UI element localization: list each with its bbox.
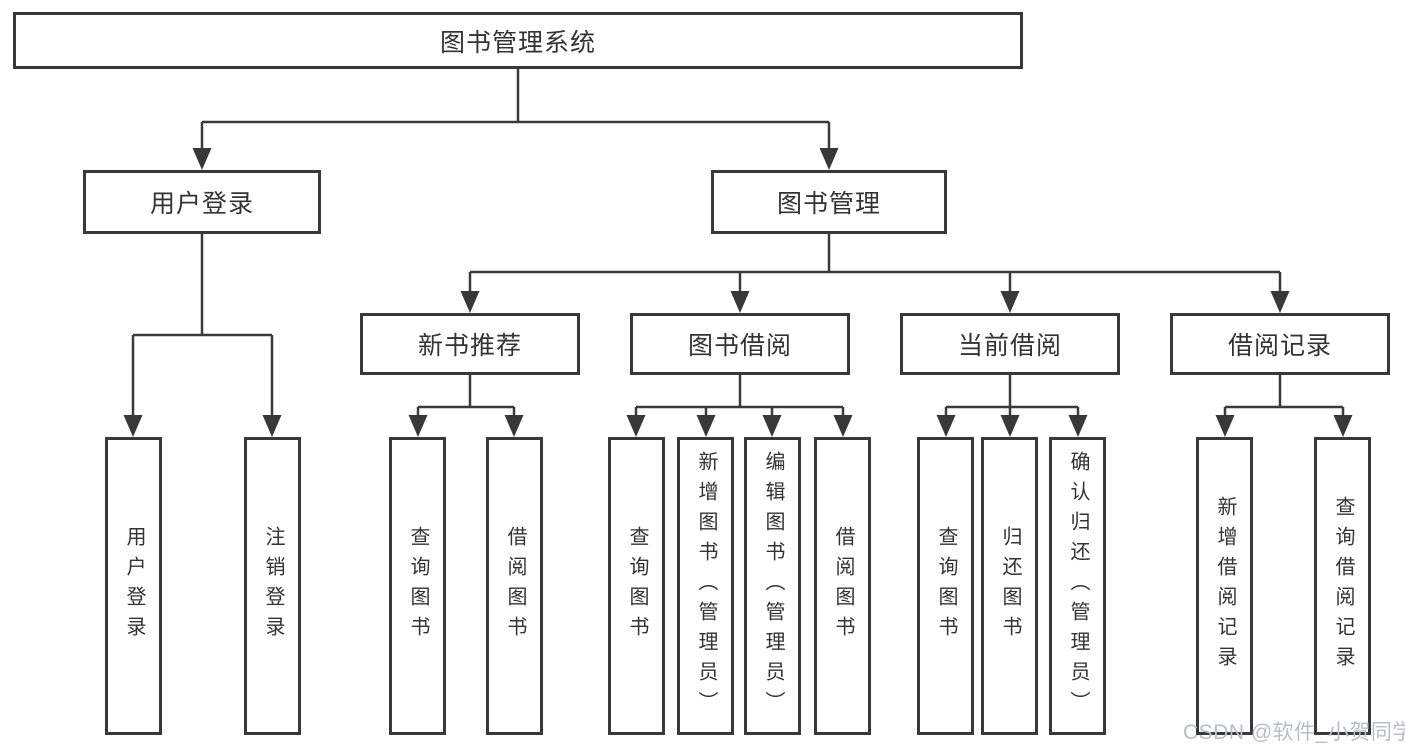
connector-current-borrow-to-leaves (936, 375, 1088, 437)
node-current-borrow: 当前借阅 (900, 313, 1120, 375)
leaf-query-books-current: 查询图书 (917, 437, 974, 735)
leaf-add-books-admin: 新增图书（管理员） (677, 437, 734, 735)
node-label: 用户登录 (123, 526, 145, 646)
node-label: 查询图书 (407, 526, 429, 646)
node-label: 图书借阅 (687, 332, 792, 360)
connector-borrow-records-to-leaves (1215, 375, 1353, 437)
node-label: 新增借阅记录 (1214, 496, 1236, 676)
node-label: 当前借阅 (957, 332, 1062, 360)
node-label: 新书推荐 (417, 332, 522, 360)
node-label: 借阅图书 (504, 526, 526, 646)
node-label: 查询借阅记录 (1332, 496, 1354, 676)
node-label: 用户登录 (149, 190, 254, 218)
connector-user-login-to-leaves (123, 234, 282, 437)
node-root-library-system: 图书管理系统 (13, 12, 1023, 69)
connector-new-book-rec-to-leaves (408, 375, 524, 437)
node-label: 图书管理系统 (439, 28, 596, 57)
node-label: 归还图书 (999, 526, 1021, 646)
node-label: 查询图书 (935, 526, 957, 646)
node-label: 借阅记录 (1227, 332, 1332, 360)
node-label: 新增图书（管理员） (695, 451, 717, 721)
node-label: 编辑图书（管理员） (762, 451, 784, 721)
connector-book-mgmt-to-level3 (460, 234, 1290, 313)
leaf-edit-books-admin: 编辑图书（管理员） (744, 437, 801, 735)
leaf-borrow-books-newrec: 借阅图书 (486, 437, 543, 735)
leaf-borrow-books-borrow: 借阅图书 (814, 437, 871, 735)
node-book-management: 图书管理 (711, 170, 947, 234)
node-label: 查询图书 (626, 526, 648, 646)
node-label: 借阅图书 (832, 526, 854, 646)
connector-book-borrow-to-leaves (626, 375, 853, 437)
csdn-watermark: CSDN @软件_小贺同学 (1183, 721, 1405, 744)
node-label: 图书管理 (776, 190, 881, 218)
leaf-confirm-return-admin: 确认归还（管理员） (1049, 437, 1106, 735)
leaf-query-books-newrec: 查询图书 (389, 437, 446, 735)
connector-root-to-level2 (192, 69, 839, 170)
leaf-return-books: 归还图书 (981, 437, 1038, 735)
node-user-login: 用户登录 (83, 170, 321, 234)
leaf-user-login: 用户登录 (105, 437, 162, 735)
leaf-add-borrow-record: 新增借阅记录 (1196, 437, 1253, 735)
leaf-query-borrow-record: 查询借阅记录 (1314, 437, 1371, 735)
node-label: 注销登录 (262, 526, 284, 646)
node-label: 确认归还（管理员） (1067, 451, 1089, 721)
node-borrow-records: 借阅记录 (1170, 313, 1390, 375)
leaf-query-books-borrow: 查询图书 (608, 437, 665, 735)
leaf-logout: 注销登录 (244, 437, 301, 735)
node-new-book-recommend: 新书推荐 (360, 313, 580, 375)
node-book-borrow: 图书借阅 (630, 313, 850, 375)
